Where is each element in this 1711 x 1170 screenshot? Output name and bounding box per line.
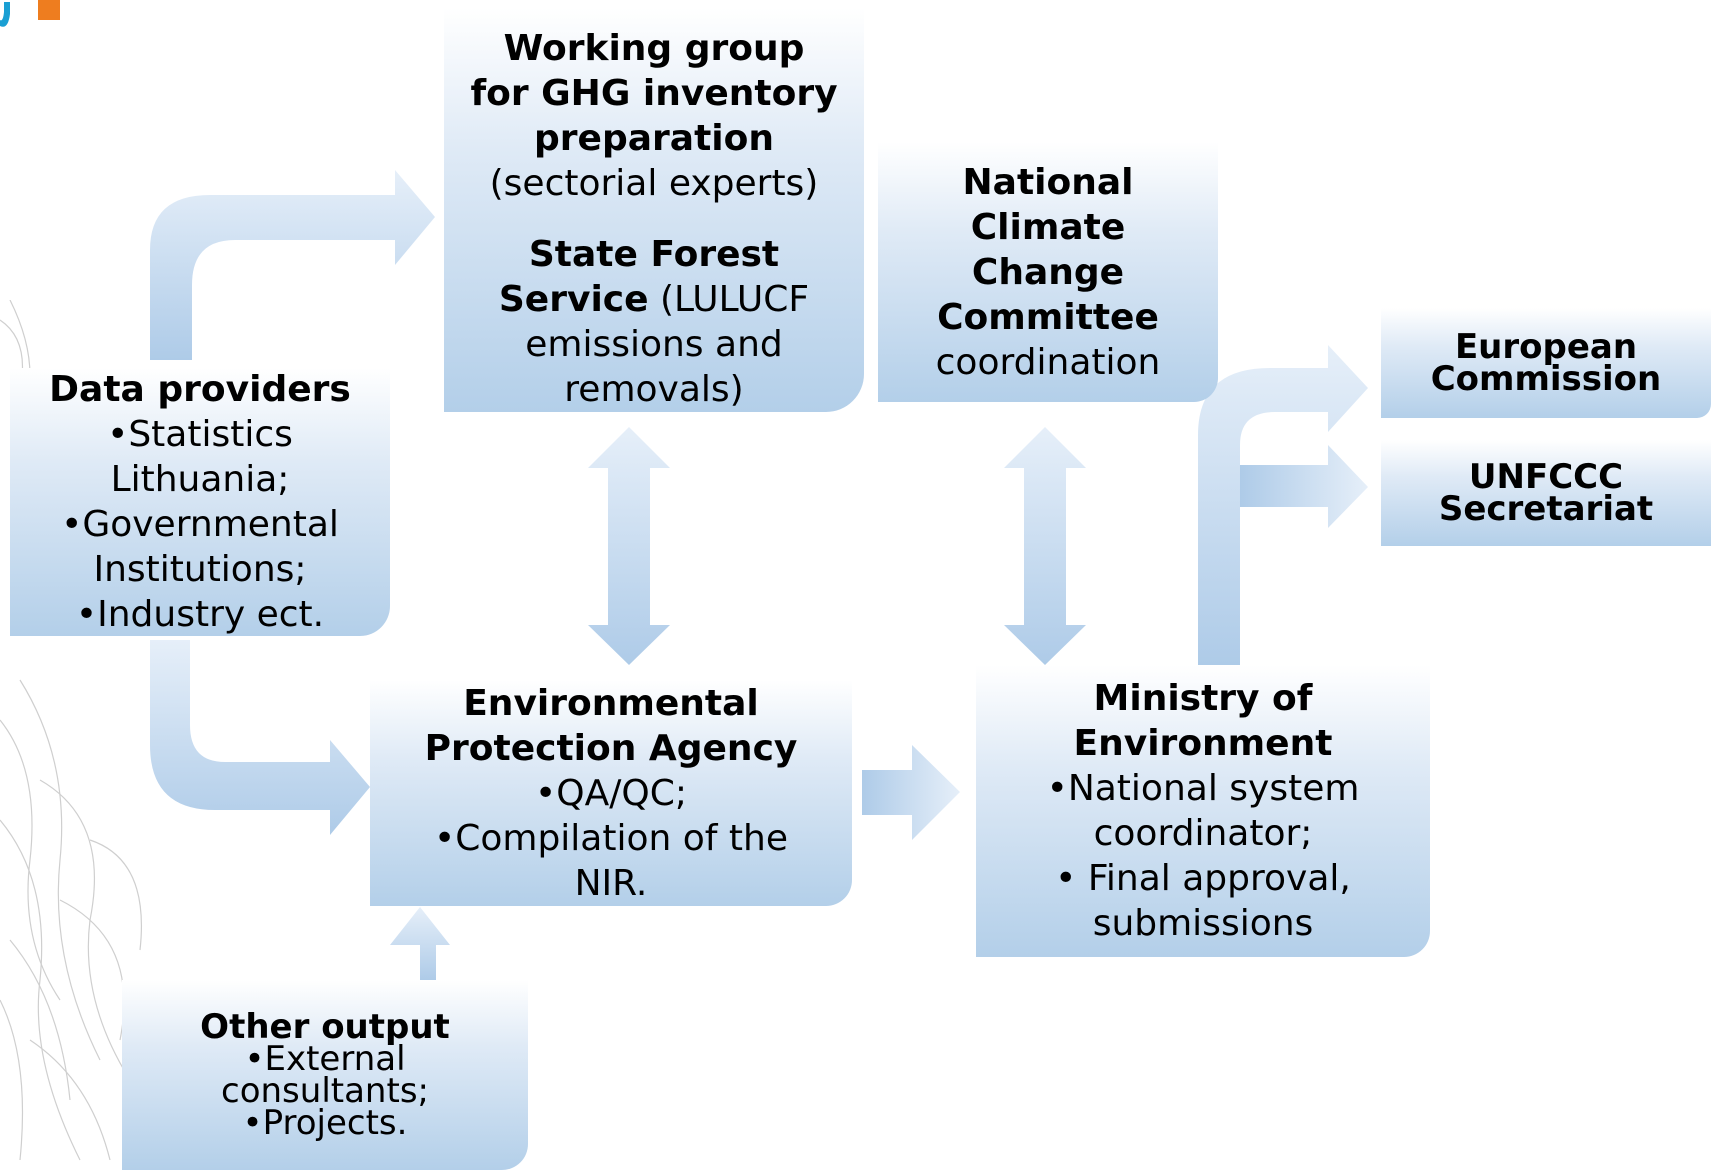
data-providers-item: •Statistics [107,414,293,455]
other-output-item: •External [244,1039,406,1079]
state-forest-line: removals) [564,369,744,410]
state-forest-lulucf: (LULUCF [648,279,810,320]
ec-title-line: Commission [1430,359,1662,399]
logo [0,0,60,27]
committee-title-line: Change [971,251,1125,293]
working-group-box: Working group for GHG inventory preparat… [444,8,864,412]
epa-item: •QA/QC; [535,772,687,814]
state-forest-line: Service (LULUCF [499,277,809,322]
european-commission-box: European Commission [1381,308,1711,418]
arrow-working-group-epa [588,427,670,665]
epa-title-line: Environmental [463,682,759,724]
working-group-title-line: Working group [503,28,805,69]
unfccc-title-line: Secretariat [1438,489,1654,529]
arrow-ministry-to-ec [1198,345,1368,665]
state-forest-title: State Forest [528,234,780,275]
epa-title-line: Protection Agency [424,727,798,769]
working-group-title-line: for GHG inventory [470,73,838,114]
state-forest-title-2: Service [498,279,649,320]
arrow-epa-to-ministry [862,745,960,840]
epa-item: NIR. [574,862,648,904]
working-group-subtitle: (sectorial experts) [489,163,819,204]
ministry-item: •National system [1046,768,1360,809]
data-providers-item: •Governmental [61,504,339,545]
arrow-other-to-epa [390,907,450,980]
unfccc-title-line: UNFCCC [1468,457,1624,497]
other-output-item: •Projects. [242,1103,408,1143]
arrow-data-to-epa [150,640,370,835]
national-committee-box: National Climate Change Committee coordi… [878,142,1218,402]
ministry-title-line: Ministry of [1093,678,1313,719]
data-providers-item: Institutions; [93,549,307,590]
unfccc-box: UNFCCC Secretariat [1381,440,1711,546]
epa-item: •Compilation of the [433,817,788,859]
data-providers-item: Lithuania; [110,459,290,500]
arrow-ministry-to-unfccc [1240,445,1368,528]
other-output-title: Other output [200,1007,450,1047]
ec-title-line: European [1454,327,1638,367]
arrow-data-to-working-group [150,170,435,360]
ministry-title-line: Environment [1073,723,1333,764]
arrow-committee-ministry [1004,427,1086,665]
data-providers-item: •Industry ect. [75,594,325,635]
other-output-item: consultants; [221,1071,429,1111]
state-forest-line: emissions and [525,324,783,365]
working-group-title-line: preparation [534,118,774,159]
ministry-item: • Final approval, [1055,858,1351,899]
data-providers-title: Data providers [49,369,351,410]
ministry-item: submissions [1092,903,1314,944]
committee-subtitle: coordination [935,341,1161,383]
committee-title-line: Committee [937,296,1159,338]
committee-title-line: National [962,161,1134,203]
other-output-box: Other output •External consultants; •Pro… [122,980,528,1170]
committee-title-line: Climate [970,206,1126,248]
data-providers-box: Data providers •Statistics Lithuania; •G… [10,368,390,636]
plant-sketch [0,300,142,1161]
ministry-item: coordinator; [1093,813,1313,854]
ministry-box: Ministry of Environment •National system… [976,665,1430,957]
epa-box: Environmental Protection Agency •QA/QC; … [370,680,852,906]
